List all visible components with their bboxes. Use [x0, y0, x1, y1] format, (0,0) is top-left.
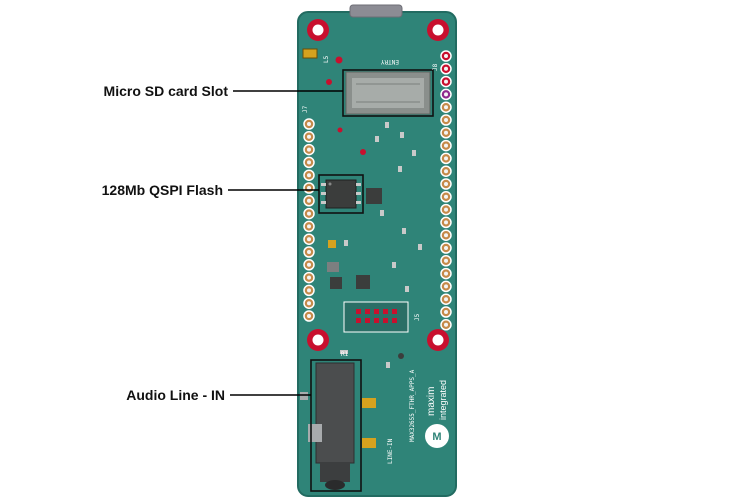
header-pin-hole — [307, 224, 311, 229]
silk-entry: ENTRY — [381, 58, 399, 65]
header-pin-hole — [307, 237, 311, 242]
j5-pin — [383, 309, 388, 314]
header-pin-hole — [444, 207, 448, 212]
callout-qspi-flash: 128Mb QSPI Flash — [101, 182, 223, 198]
header-pin-hole — [444, 271, 448, 276]
qspi-flash-chip — [321, 179, 361, 209]
callout-sd-card-slot: Micro SD card Slot — [103, 83, 228, 99]
header-pin-hole — [444, 246, 448, 250]
header-pin-hole — [444, 284, 448, 289]
header-pin-hole — [444, 220, 448, 225]
silk-j5: J5 — [414, 313, 421, 321]
j5-pin — [383, 318, 388, 323]
j5-pin — [374, 309, 379, 314]
header-pin-hole — [444, 92, 448, 97]
silk-brand-maxim: maxim — [426, 387, 437, 416]
header-pin-hole — [444, 79, 448, 84]
header-pin-hole — [444, 118, 448, 122]
silk-j8: J8 — [432, 63, 439, 71]
header-pin-hole — [307, 198, 311, 203]
header-pin-hole — [444, 156, 448, 161]
silk-line-in: LINE-IN — [387, 438, 394, 464]
usb-connector — [349, 4, 403, 18]
header-pin-hole — [444, 322, 448, 327]
header-pin-hole — [444, 105, 448, 110]
header-pin-hole — [307, 288, 311, 293]
silk-l5: L5 — [323, 55, 330, 63]
header-pins-right — [440, 50, 452, 331]
header-pin-hole — [444, 297, 448, 302]
flash-highlight-box — [318, 174, 364, 214]
header-pin-hole — [307, 250, 311, 254]
header-pin-hole — [307, 301, 311, 306]
header-pin-hole — [444, 194, 448, 199]
sd-highlight-box — [342, 69, 434, 117]
j5-pin — [392, 318, 397, 323]
j5-pin — [374, 318, 379, 323]
header-pin-hole — [307, 160, 311, 165]
header-pin-hole — [307, 262, 311, 267]
microsd-slot — [345, 71, 431, 115]
silk-j7: J7 — [302, 105, 309, 113]
header-pin-hole — [307, 173, 311, 178]
header-pin-hole — [307, 314, 311, 318]
silk-brand-integrated: integrated — [438, 380, 448, 420]
header-pin-hole — [444, 54, 448, 58]
header-pin-hole — [444, 169, 448, 174]
header-pin-hole — [444, 143, 448, 148]
header-pin-hole — [307, 211, 311, 216]
header-pin-hole — [307, 122, 311, 126]
silk-board-name: MAX32655_FTHR_APPS_A — [409, 369, 416, 442]
header-pin-hole — [307, 186, 311, 190]
header-pin-hole — [444, 66, 448, 71]
maxim-logo: M — [425, 424, 449, 448]
header-pin-hole — [444, 130, 448, 135]
misc-components — [302, 48, 422, 448]
mounting-holes — [307, 19, 449, 351]
j5-pin — [365, 309, 370, 314]
header-pin-hole — [307, 147, 311, 152]
header-pin-hole — [444, 310, 448, 314]
j5-pin — [356, 318, 361, 323]
header-pin-hole — [307, 275, 311, 280]
j5-connector — [343, 301, 409, 333]
callout-audio-line-in: Audio Line - IN — [126, 387, 225, 403]
audio-highlight-box — [310, 359, 362, 492]
header-pin-hole — [444, 258, 448, 263]
header-pins-left — [303, 118, 315, 322]
j5-pin — [356, 309, 361, 314]
j5-pin — [392, 309, 397, 314]
svg-text:M: M — [432, 431, 441, 443]
header-pin-hole — [307, 134, 311, 139]
j5-pin — [365, 318, 370, 323]
silk-r1: R1 — [341, 351, 349, 358]
header-pin-hole — [444, 182, 448, 186]
header-pin-hole — [444, 233, 448, 238]
